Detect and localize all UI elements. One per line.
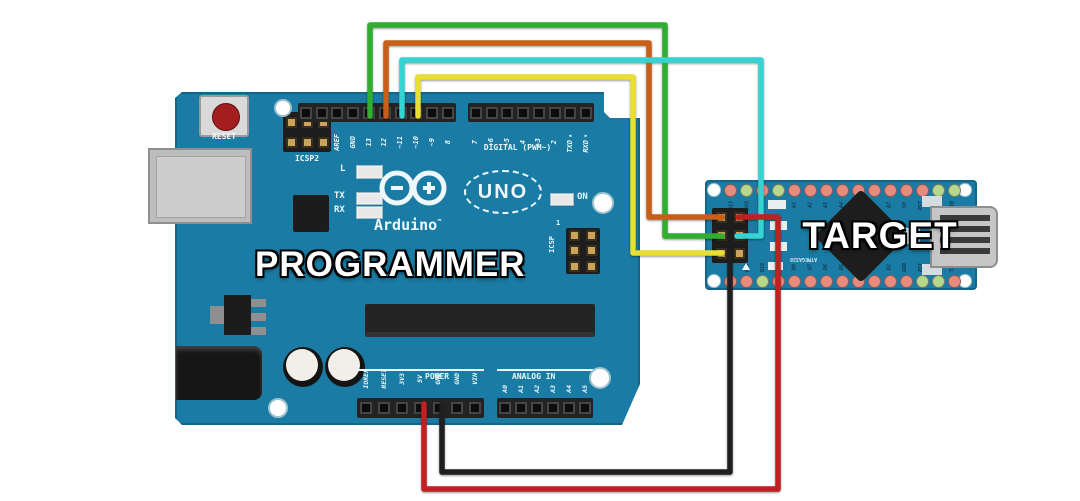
nano-mounting-hole xyxy=(707,183,721,197)
nano-pad xyxy=(836,275,849,288)
voltage-regulator-pin xyxy=(251,327,266,335)
led-tx-label: TX xyxy=(334,191,345,201)
nano-pad xyxy=(756,275,769,288)
programmer-title: PROGRAMMER xyxy=(255,245,526,284)
power-section-line xyxy=(357,369,484,371)
nano-pad xyxy=(868,275,881,288)
mini-usb-connector xyxy=(930,206,998,268)
digital-header-right xyxy=(468,103,594,122)
nano-pad xyxy=(740,184,753,197)
analog-header xyxy=(497,398,593,418)
nano-pad xyxy=(772,184,785,197)
led-tx xyxy=(356,192,383,205)
nano-pad xyxy=(820,184,833,197)
reset-button-cap xyxy=(212,103,240,131)
nano-smd-pad xyxy=(768,200,786,209)
nano-pad xyxy=(884,275,897,288)
nano-pad xyxy=(948,184,961,197)
led-l xyxy=(356,165,383,179)
nano-pad xyxy=(788,275,801,288)
analog-section-label: ANALOG IN xyxy=(512,372,556,381)
arduino-brand: Arduino™ xyxy=(374,216,441,234)
nano-pad xyxy=(804,275,817,288)
arduino-brand-text: Arduino xyxy=(374,216,438,234)
nano-pad xyxy=(820,275,833,288)
trademark-symbol: ™ xyxy=(437,218,442,226)
led-on xyxy=(550,193,574,206)
led-l-label: L xyxy=(340,164,346,174)
nano-pad xyxy=(836,184,849,197)
nano-smd-pad xyxy=(922,264,942,275)
nano-smd-pad xyxy=(906,228,920,244)
wire-red-5v xyxy=(421,214,781,492)
voltage-regulator-leg xyxy=(210,306,226,324)
nano-pad xyxy=(724,184,737,197)
nano-pin1-triangle xyxy=(742,263,750,270)
wire-cyan-mosi xyxy=(399,57,764,239)
small-ic-chip xyxy=(293,195,329,232)
nano-pad xyxy=(900,275,913,288)
power-section-label: POWER xyxy=(425,372,450,381)
voltage-regulator-pin xyxy=(251,313,266,321)
usb-b-connector xyxy=(148,148,252,224)
led-rx-label: RX xyxy=(334,205,345,215)
icsp-pin1-label: 1 xyxy=(556,219,561,227)
wire-green-sck xyxy=(367,22,725,239)
uno-model-badge: UNO xyxy=(464,170,542,214)
mounting-hole xyxy=(268,398,288,418)
wire-orange-miso xyxy=(383,40,725,220)
mounting-hole xyxy=(589,367,611,389)
nano-pad xyxy=(900,184,913,197)
mounting-hole xyxy=(274,99,292,117)
led-rx xyxy=(356,206,383,219)
nano-pad xyxy=(788,184,801,197)
nano-pad xyxy=(804,184,817,197)
voltage-regulator xyxy=(224,295,251,335)
target-title: TARGET xyxy=(802,215,958,256)
digital-section-label: DIGITAL (PWM~) xyxy=(483,143,552,152)
wire-black-gnd xyxy=(439,252,733,475)
wire-yellow-reset xyxy=(415,74,725,256)
nano-smd-pad xyxy=(922,196,942,207)
nano-mounting-hole xyxy=(707,274,721,288)
nano-pad xyxy=(740,275,753,288)
capacitor xyxy=(283,347,323,387)
voltage-regulator-pin xyxy=(251,299,266,307)
power-jack xyxy=(176,346,262,400)
usb-b-connector-face xyxy=(156,156,246,218)
arduino-infinity-logo xyxy=(379,170,447,206)
atmega328-chip xyxy=(365,304,595,337)
reset-label: RESET xyxy=(211,132,237,141)
analog-section-line xyxy=(497,369,593,371)
nano-pad xyxy=(868,184,881,197)
icsp-header xyxy=(566,228,600,274)
nano-pad xyxy=(916,275,929,288)
nano-pad xyxy=(884,184,897,197)
nano-pad xyxy=(948,275,961,288)
led-on-label: ON xyxy=(577,192,588,202)
uno-model-label: UNO xyxy=(477,180,529,203)
reset-button xyxy=(199,95,249,137)
mounting-hole xyxy=(592,192,614,214)
icsp2-label: ICSP2 xyxy=(294,154,320,163)
nano-pad xyxy=(932,275,945,288)
capacitor xyxy=(325,347,365,387)
